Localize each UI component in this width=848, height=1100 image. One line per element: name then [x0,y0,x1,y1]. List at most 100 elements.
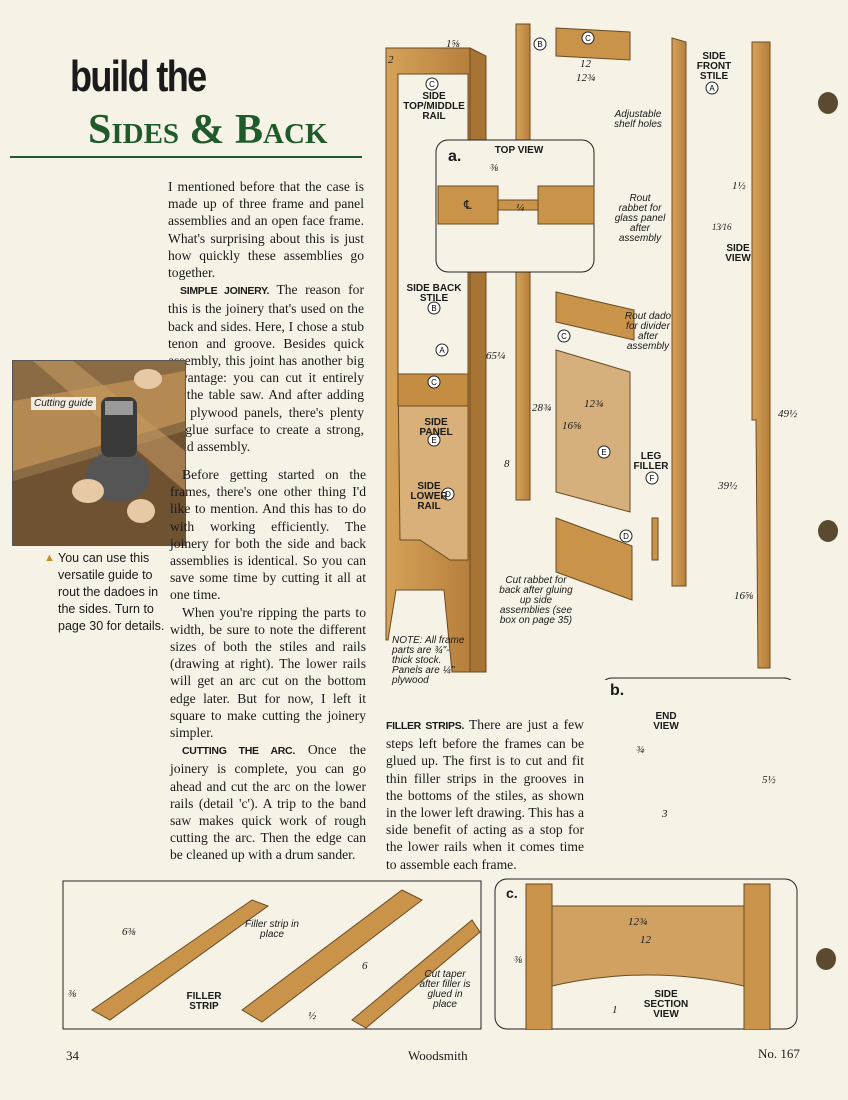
article-column-3: Filler Strips. There are just a few step… [386,716,584,873]
callout-a-4: A [435,343,449,357]
title-line-2: Sides & Back [88,107,328,153]
dim-27: 1 [612,1004,618,1016]
svg-text:C: C [561,332,567,341]
svg-text:A: A [709,84,715,93]
dim-14: 16⅝ [734,590,754,602]
dim-4: 12¾ [576,72,596,84]
label-cut-taper: Cut taper after filler is glued in place [419,969,471,1010]
paragraph-efficiency: Before getting started on the frames, th… [170,467,366,603]
label-side-lower-rail: SIDE LOWER RAIL [410,481,448,512]
label-rout-rabbet: Rout rabbet for glass panel after assemb… [614,193,666,244]
binder-hole-1 [818,92,838,114]
paragraph-intro: I mentioned before that the case is made… [168,179,364,281]
title-line-1: build the [70,52,207,101]
router-photo: Cutting guide [12,360,186,546]
callout-f-11: F [645,471,659,485]
label-side-view: SIDE VIEW [725,243,751,264]
svg-text:B: B [537,40,542,49]
binder-hole-2 [818,520,838,542]
runin-filler-strips: Filler Strips. [386,720,465,732]
svg-text:C: C [585,34,591,43]
label-leg-filler: LEG FILLER [633,451,669,472]
article-column-2: Before getting started on the frames, th… [170,466,366,864]
callout-c-1: C [581,31,595,45]
dim-21: ⅜ [68,988,77,1000]
label-filler-strip: FILLER STRIP [186,991,222,1012]
callout-a-8: A [705,81,719,95]
page-number: 34 [66,1048,79,1063]
label-centerline: ℄ [464,198,472,212]
exploded-drawing: B C C B A C E D A C E F D [385,23,792,680]
dim-9: 12¾ [584,398,604,410]
dim-2: 2 [388,54,394,66]
label-adjustable-holes: Adjustable shelf holes [614,109,662,130]
svg-text:E: E [431,436,436,445]
dim-18: 3 [662,808,668,820]
dim-24: 12¾ [628,916,648,928]
label-filler-in-place: Filler strip in place [245,919,299,940]
svg-text:D: D [445,490,451,499]
dim-7: 65¼ [486,350,506,362]
dim-23: ½ [308,1010,317,1022]
callout-c-5: C [427,375,441,389]
callout-e-10: E [597,445,611,459]
paragraph-filler: There are just a few steps left before t… [386,717,584,872]
callout-d-7: D [441,487,455,501]
label-detail-c: c. [506,885,518,901]
dim-8: 28¾ [532,402,552,414]
filler-strip-drawing [62,880,482,1030]
dim-13: 39½ [718,480,738,492]
callout-b-3: B [427,301,441,315]
svg-text:D: D [623,532,629,541]
label-side-section-view: SIDE SECTION VIEW [643,989,689,1020]
dim-10: 16⅝ [562,420,582,432]
magazine-name: Woodsmith [408,1048,468,1063]
dim-15: ⅜ [490,162,499,174]
dim-3: 12 [580,58,591,70]
label-note: NOTE: All frame parts are ¾"- thick stoc… [392,635,465,686]
binder-hole-3 [816,948,836,970]
label-top-view: TOP VIEW [494,145,544,156]
dim-16: ¼ [516,202,525,214]
runin-simple-joinery: Simple Joinery. [180,285,270,298]
dim-26: ⅜ [514,954,523,966]
svg-text:F: F [650,474,655,483]
dim-19: 5½ [762,774,776,786]
dim-22: 6 [362,960,368,972]
label-end-view: END VIEW [653,711,679,732]
svg-text:C: C [429,80,435,89]
svg-text:A: A [439,346,445,355]
label-side-back-stile: SIDE BACK STILE [406,283,462,304]
dim-20: 6⅜ [122,926,136,938]
label-detail-b: b. [610,682,625,699]
callout-c-2: C [425,77,439,91]
paragraph-arc: Once the joinery is complete, you can go… [170,742,366,863]
callout-e-6: E [427,433,441,447]
svg-text:B: B [431,304,436,313]
dim-11: 8 [504,458,510,470]
callout-c-9: C [557,329,571,343]
callout-b-0: B [533,37,547,51]
runin-cutting-arc: Cutting the Arc. [182,745,295,758]
label-rout-dado: Rout dado for divider after assembly [624,311,672,352]
label-cut-rabbet: Cut rabbet for back after gluing up side… [499,575,573,626]
dim-6: 13⁄16 [712,222,732,232]
label-side-front-stile: SIDE FRONT STILE [696,51,732,82]
title-rule [10,156,362,158]
issue-number: No. 167 [758,1046,800,1061]
label-side-top-rail: SIDE TOP/MIDDLE RAIL [403,91,465,122]
label-detail-a: a. [448,148,462,165]
callout-d-12: D [619,529,633,543]
label-side-panel: SIDE PANEL [419,417,453,438]
photo-label: Cutting guide [31,397,96,410]
dim-17: ¾ [636,744,645,756]
caption-triangle-icon: ▲ [44,552,55,564]
article-column-1: I mentioned before that the case is made… [168,178,364,455]
dim-5: 1½ [732,180,746,192]
svg-text:C: C [431,378,437,387]
svg-text:E: E [601,448,606,457]
dim-25: 12 [640,934,651,946]
paragraph-ripping: When you're ripping the parts to width, … [170,604,366,741]
dim-12: 49½ [778,408,798,420]
side-section-drawing [494,878,798,1030]
